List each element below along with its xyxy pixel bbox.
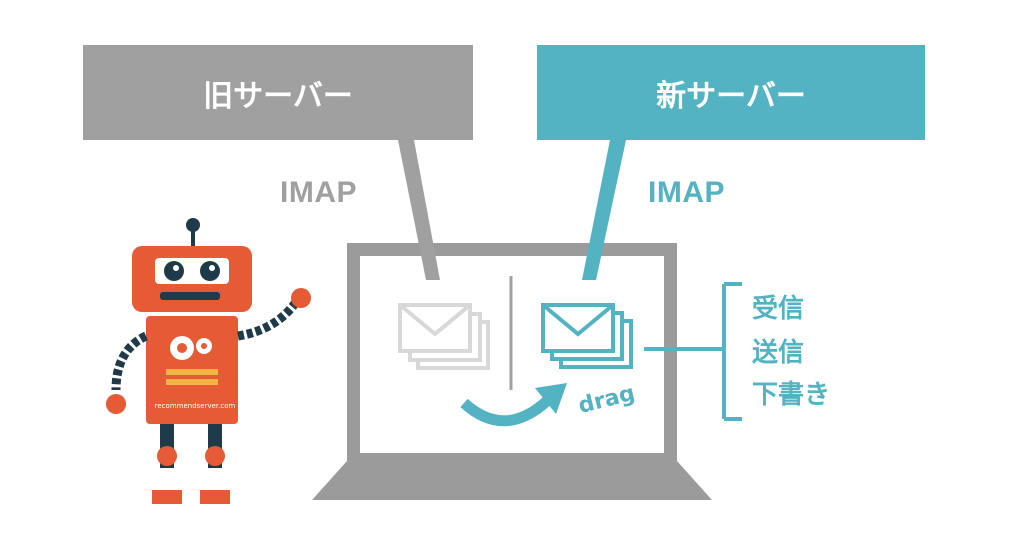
folder-sent: 送信 (752, 338, 805, 368)
new-server-connector (582, 140, 626, 280)
folder-drafts: 下書き (752, 380, 831, 410)
old-server-protocol: IMAP (280, 176, 357, 209)
robot-site-text: recommendserver.com (154, 402, 236, 410)
old-mail-stack-icon (398, 303, 490, 370)
old-server-label: 旧サーバー (203, 78, 353, 114)
new-server-box: 新サーバー (537, 45, 925, 140)
old-server-connector (398, 140, 440, 280)
drag-arrow-icon (460, 383, 567, 427)
new-server-label: 新サーバー (656, 78, 806, 114)
new-server-protocol: IMAP (648, 176, 725, 209)
old-server-box: 旧サーバー (83, 45, 473, 140)
laptop-icon (312, 243, 712, 500)
robot-icon (106, 218, 311, 504)
gear-icon (170, 336, 212, 360)
folder-inbox: 受信 (752, 294, 805, 324)
new-mail-stack-icon (541, 303, 633, 369)
folder-bracket (644, 282, 742, 421)
